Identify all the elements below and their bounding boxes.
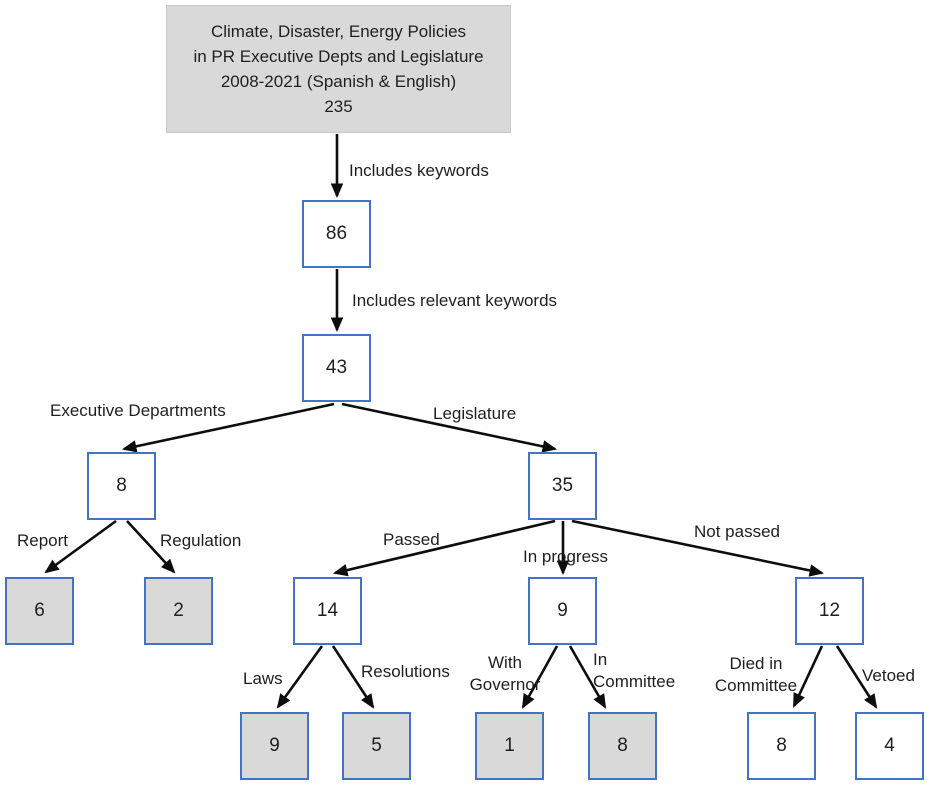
node-regulation: 2 (144, 577, 213, 645)
node-in-committee: 8 (588, 712, 657, 780)
label-includes-relevant-keywords: Includes relevant keywords (352, 291, 558, 310)
node-resolutions: 5 (342, 712, 411, 780)
node-in-progress: 9 (528, 577, 597, 645)
label-legislature: Legislature (433, 404, 517, 423)
root-node: Climate, Disaster, Energy Policies in PR… (166, 5, 511, 133)
node-laws: 9 (240, 712, 309, 780)
edge-passed-to-resolutions (331, 645, 375, 709)
label-in-committee: In Committee (593, 650, 676, 691)
label-vetoed: Vetoed (862, 666, 915, 685)
root-line-2: in PR Executive Depts and Legislature (193, 47, 484, 66)
root-line-4: 235 (324, 97, 353, 116)
label-report: Report (17, 531, 69, 550)
edge-43-to-legislature (341, 402, 558, 453)
label-resolutions: Resolutions (361, 662, 450, 681)
edge-executive-to-report (44, 519, 117, 574)
label-laws: Laws (243, 669, 283, 688)
edge-legislature-to-passed (332, 519, 556, 577)
label-with-governor: With Governor (469, 653, 541, 694)
node-relevant-keywords: 43 (302, 334, 371, 402)
label-includes-keywords: Includes keywords (349, 161, 489, 180)
edge-in-progress-to-in-committee (568, 645, 607, 709)
label-executive-departments: Executive Departments (50, 401, 226, 420)
edge-executive-to-regulation (126, 520, 176, 574)
root-line-3: 2008-2021 (Spanish & English) (220, 72, 457, 91)
node-vetoed: 4 (855, 712, 924, 780)
node-report: 6 (5, 577, 74, 645)
edge-in-progress-to-with-governor (521, 645, 559, 709)
node-executive-departments: 8 (87, 452, 156, 520)
edge-legislature-to-not-passed (571, 519, 825, 577)
label-died-in-committee: Died in Committee (714, 654, 798, 695)
node-died-in-committee: 8 (747, 712, 816, 780)
edge-not-passed-to-vetoed (835, 645, 878, 709)
node-passed: 14 (293, 577, 362, 645)
edge-passed-to-laws (276, 645, 324, 709)
label-regulation: Regulation (160, 531, 242, 550)
node-includes-keywords: 86 (302, 200, 371, 268)
node-with-governor: 1 (475, 712, 544, 780)
edge-not-passed-to-died (792, 645, 824, 708)
node-legislature: 35 (528, 452, 597, 520)
label-in-progress: In progress (523, 547, 609, 566)
root-line-1: Climate, Disaster, Energy Policies (210, 22, 467, 41)
label-passed: Passed (383, 530, 440, 549)
node-not-passed: 12 (795, 577, 864, 645)
edge-43-to-executive (121, 402, 335, 453)
label-not-passed: Not passed (694, 522, 780, 541)
